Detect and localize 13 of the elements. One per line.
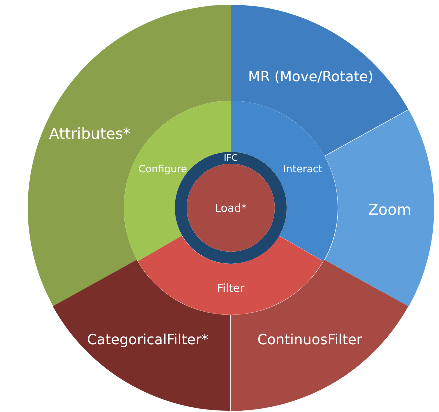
ring-segment xyxy=(324,110,434,306)
segment-label: ContinuosFilter xyxy=(258,333,362,349)
center-circle xyxy=(187,164,275,252)
segment-label: Attributes* xyxy=(49,126,131,142)
segment-label: Filter xyxy=(217,282,245,296)
segment-label: Interact xyxy=(283,164,323,176)
segment-label: Zoom xyxy=(368,202,412,218)
segment-label: Load* xyxy=(215,202,247,216)
segment-label: MR (Move/Rotate) xyxy=(248,70,374,86)
ring-segment xyxy=(138,236,324,315)
segment-label: IFC xyxy=(224,155,238,165)
segment-label: CategoricalFilter* xyxy=(87,333,209,349)
segment-label: Configure xyxy=(138,164,188,176)
